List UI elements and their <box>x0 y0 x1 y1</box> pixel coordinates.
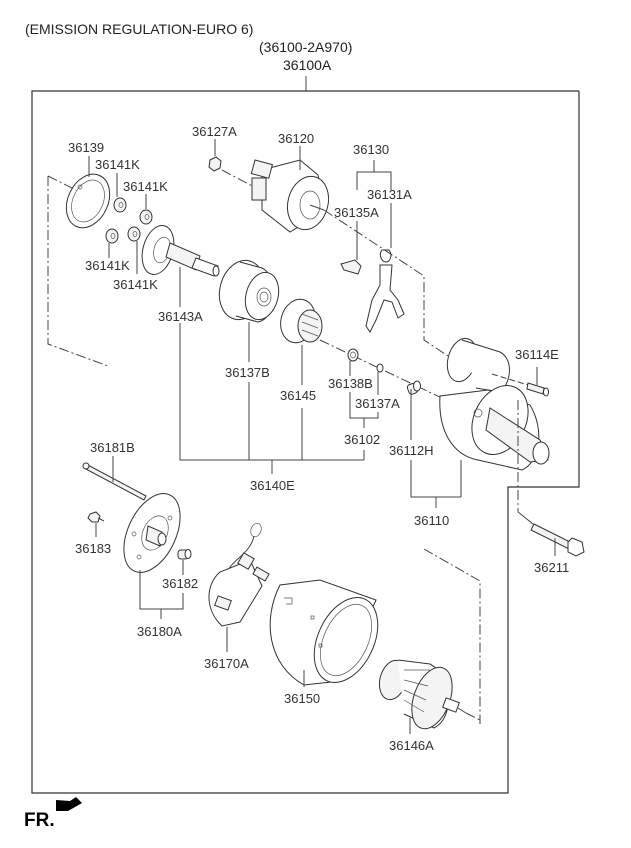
part-36180A-rear-bracket[interactable] <box>112 485 191 581</box>
part-36131A-lever[interactable] <box>365 249 405 333</box>
part-36120-solenoid[interactable] <box>250 159 334 234</box>
label-36141K-4[interactable]: 36141K <box>113 277 158 292</box>
part-36143A-shaft[interactable] <box>137 222 220 278</box>
label-36139[interactable]: 36139 <box>68 140 104 155</box>
bracket-36140E <box>179 323 364 461</box>
axis-line-pinion <box>319 339 447 401</box>
part-36141K-gears[interactable] <box>105 197 153 244</box>
label-36170A[interactable]: 36170A <box>204 656 249 671</box>
axis-line-lever <box>323 209 449 357</box>
label-36183[interactable]: 36183 <box>75 541 111 556</box>
label-36120[interactable]: 36120 <box>278 131 314 146</box>
label-36102[interactable]: 36102 <box>344 432 380 447</box>
assembly-code[interactable]: 36100A <box>283 57 332 73</box>
part-36211-bolt[interactable] <box>517 511 585 557</box>
axis-line <box>221 169 257 189</box>
label-36138B[interactable]: 36138B <box>328 376 373 391</box>
part-36182-bushing[interactable] <box>177 549 192 560</box>
label-36141K-1[interactable]: 36141K <box>95 157 140 172</box>
label-36182[interactable]: 36182 <box>162 576 198 591</box>
label-36112H[interactable]: 36112H <box>389 443 434 458</box>
label-36135A[interactable]: 36135A <box>334 205 379 220</box>
regulation-note: (EMISSION REGULATION-EURO 6) <box>25 21 253 37</box>
label-36145[interactable]: 36145 <box>280 388 316 403</box>
label-36141K-2[interactable]: 36141K <box>123 179 168 194</box>
part-36114E-bolt[interactable] <box>491 373 549 397</box>
part-36138B-washer[interactable] <box>347 348 359 362</box>
label-36131A[interactable]: 36131A <box>367 187 412 202</box>
axis-line-armature-end <box>465 712 481 721</box>
part-36139-cover[interactable] <box>58 167 118 235</box>
front-direction-arrow-icon <box>56 797 82 811</box>
label-36143A[interactable]: 36143A <box>158 309 203 324</box>
label-36127A[interactable]: 36127A <box>192 124 237 139</box>
part-36150-yoke[interactable] <box>269 579 390 693</box>
label-36181B[interactable]: 36181B <box>90 440 135 455</box>
label-36137B[interactable]: 36137B <box>225 365 270 380</box>
part-36112H-bush[interactable] <box>406 380 421 395</box>
part-36181B-through-bolt[interactable] <box>82 462 147 501</box>
label-36114E[interactable]: 36114E <box>515 347 559 362</box>
part-36110-housing[interactable] <box>439 335 550 471</box>
label-36141K-3[interactable]: 36141K <box>85 258 130 273</box>
part-36137A-ring[interactable] <box>376 363 384 373</box>
axis-line-left-top <box>47 175 77 191</box>
label-36211[interactable]: 36211 <box>534 560 569 575</box>
label-36110[interactable]: 36110 <box>414 513 449 528</box>
axis-line-armature <box>423 548 481 724</box>
front-orientation-label: FR. <box>24 810 55 831</box>
part-36137B-clutch[interactable] <box>213 255 284 324</box>
assembly-frame <box>31 76 580 794</box>
bracket-36110 <box>410 460 461 498</box>
label-36137A[interactable]: 36137A <box>355 396 400 411</box>
label-36180A[interactable]: 36180A <box>137 624 182 639</box>
label-36140E[interactable]: 36140E <box>250 478 295 493</box>
part-36183-screw[interactable] <box>87 511 105 523</box>
part-36127A-nut[interactable] <box>208 156 222 172</box>
axis-line-left <box>47 176 109 367</box>
part-36145-pinion[interactable] <box>276 295 323 346</box>
part-36135A-pin[interactable] <box>340 259 362 275</box>
part-36146A-armature[interactable] <box>375 657 467 734</box>
assembly-part-number: (36100-2A970) <box>259 39 352 55</box>
label-36130[interactable]: 36130 <box>353 142 389 157</box>
label-36146A[interactable]: 36146A <box>389 738 434 753</box>
label-36150[interactable]: 36150 <box>284 691 320 706</box>
part-36170A-brush-holder[interactable] <box>208 522 270 627</box>
